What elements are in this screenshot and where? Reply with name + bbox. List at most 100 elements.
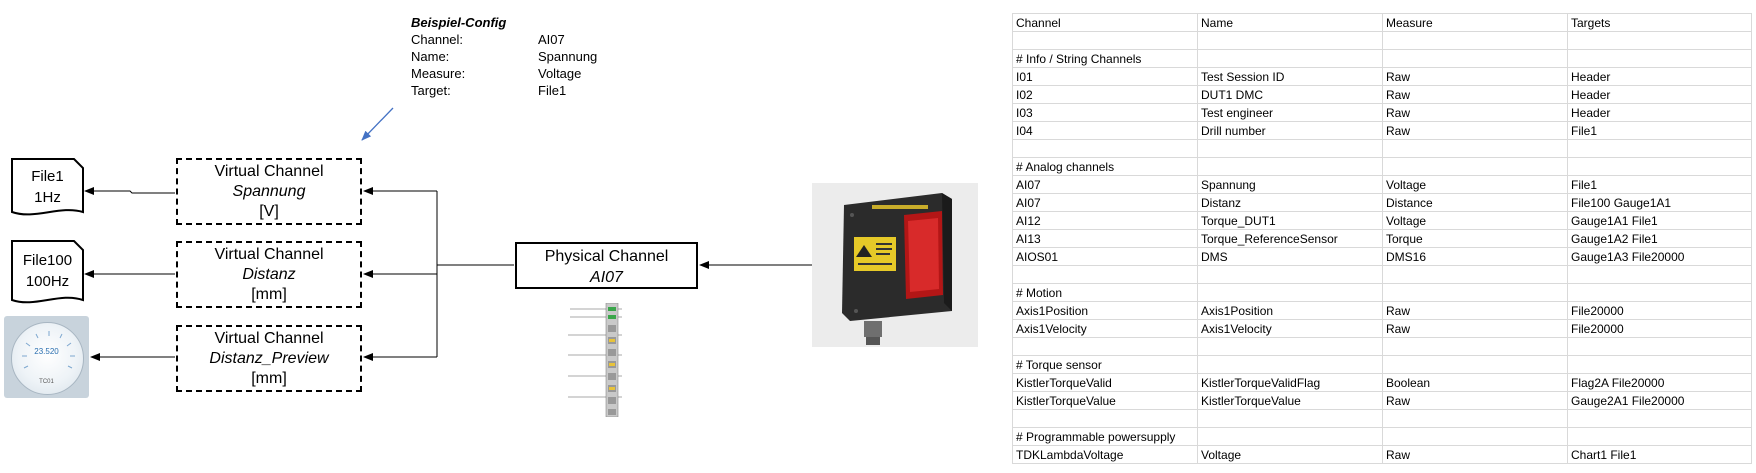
file-name: File1 bbox=[31, 168, 64, 185]
file1-document-shape bbox=[11, 158, 84, 216]
table-cell: File20000 bbox=[1567, 319, 1752, 338]
config-key: Target: bbox=[411, 83, 451, 98]
table-cell: AI12 bbox=[1012, 211, 1198, 230]
table-cell: Raw bbox=[1382, 67, 1568, 86]
table-cell: Chart1 File1 bbox=[1567, 445, 1752, 464]
table-row bbox=[1012, 139, 1752, 158]
table-cell: Spannung bbox=[1197, 175, 1383, 194]
table-cell: Axis1Velocity bbox=[1012, 319, 1198, 338]
vc-name: Spannung bbox=[232, 183, 306, 200]
io-terminal-icon bbox=[568, 303, 622, 417]
table-cell bbox=[1567, 49, 1752, 68]
table-cell: Measure bbox=[1382, 13, 1568, 32]
table-cell: Header bbox=[1567, 85, 1752, 104]
table-cell bbox=[1382, 355, 1568, 374]
vc-name: Distanz bbox=[242, 266, 296, 283]
table-cell bbox=[1197, 157, 1383, 176]
table-cell: DMS bbox=[1197, 247, 1383, 266]
file1-label: File1 1Hz bbox=[12, 166, 83, 208]
table-cell: Header bbox=[1567, 103, 1752, 122]
pc-title: Physical Channel bbox=[544, 248, 669, 265]
table-cell: Header bbox=[1567, 67, 1752, 86]
table-cell: I03 bbox=[1012, 103, 1198, 122]
table-cell: DMS16 bbox=[1382, 247, 1568, 266]
gauge-dial-icon bbox=[11, 322, 84, 395]
table-cell bbox=[1197, 355, 1383, 374]
config-pointer-arrow bbox=[361, 107, 394, 141]
config-row-name: Name: Spannung bbox=[411, 48, 597, 65]
table-cell: Gauge2A1 File20000 bbox=[1567, 391, 1752, 410]
table-row bbox=[1012, 31, 1752, 50]
table-cell: # Analog channels bbox=[1012, 157, 1198, 176]
table-cell: Torque_ReferenceSensor bbox=[1197, 229, 1383, 248]
config-value: Spannung bbox=[538, 49, 598, 64]
table-cell bbox=[1012, 337, 1198, 356]
table-cell: Raw bbox=[1382, 391, 1568, 410]
config-title: Beispiel-Config bbox=[411, 15, 507, 30]
laser-sensor-photo bbox=[812, 183, 978, 347]
table-cell: AI07 bbox=[1012, 175, 1198, 194]
table-cell bbox=[1382, 49, 1568, 68]
table-cell: I01 bbox=[1012, 67, 1198, 86]
table-cell: AIOS01 bbox=[1012, 247, 1198, 266]
config-value: AI07 bbox=[538, 32, 565, 47]
virtual-channel-distanz-preview: Virtual Channel Distanz_Preview [mm] bbox=[176, 325, 362, 392]
table-cell bbox=[1382, 157, 1568, 176]
table-cell: Raw bbox=[1382, 445, 1568, 464]
table-cell bbox=[1197, 31, 1383, 50]
table-cell bbox=[1382, 31, 1568, 50]
table-cell: AI13 bbox=[1012, 229, 1198, 248]
virtual-channel-spannung: Virtual Channel Spannung [V] bbox=[176, 158, 362, 225]
file-rate: 100Hz bbox=[25, 273, 70, 290]
file-rate: 1Hz bbox=[34, 189, 61, 206]
table-row bbox=[1012, 265, 1752, 284]
table-cell bbox=[1567, 355, 1752, 374]
table-cell bbox=[1197, 427, 1383, 446]
arrow-to-file1 bbox=[84, 187, 175, 195]
table-cell bbox=[1567, 283, 1752, 302]
config-value: File1 bbox=[538, 83, 567, 98]
vc-unit: [V] bbox=[259, 203, 279, 220]
table-cell bbox=[1012, 31, 1198, 50]
table-cell bbox=[1197, 139, 1383, 158]
table-cell: # Torque sensor bbox=[1012, 355, 1198, 374]
physical-channel-ai07: Physical Channel AI07 bbox=[515, 242, 698, 289]
table-cell bbox=[1567, 139, 1752, 158]
table-cell bbox=[1567, 265, 1752, 284]
table-cell: Raw bbox=[1382, 85, 1568, 104]
pc-name: AI07 bbox=[590, 269, 623, 286]
table-cell: File20000 bbox=[1567, 301, 1752, 320]
table-cell bbox=[1567, 337, 1752, 356]
table-cell: Raw bbox=[1382, 121, 1568, 140]
virtual-channel-distanz: Virtual Channel Distanz [mm] bbox=[176, 241, 362, 308]
table-cell: I04 bbox=[1012, 121, 1198, 140]
vc-unit: [mm] bbox=[251, 286, 287, 303]
table-cell: TDKLambdaVoltage bbox=[1012, 445, 1198, 464]
table-cell: KistlerTorqueValue bbox=[1012, 391, 1198, 410]
vc-title: Virtual Channel bbox=[214, 163, 324, 180]
diagram-connectors bbox=[11, 107, 812, 361]
config-row-channel: Channel: AI07 bbox=[411, 31, 597, 48]
gauge-unit: TC01 bbox=[39, 379, 54, 385]
table-row: # Info / String Channels bbox=[1012, 49, 1752, 68]
config-key: Name: bbox=[411, 49, 450, 64]
table-cell bbox=[1012, 409, 1198, 428]
table-cell: Distance bbox=[1382, 193, 1568, 212]
config-key: Measure: bbox=[411, 66, 466, 81]
table-cell: Axis1Position bbox=[1012, 301, 1198, 320]
config-row-measure: Measure: Voltage bbox=[411, 65, 597, 82]
table-cell bbox=[1197, 337, 1383, 356]
example-config: Beispiel-Config Channel: AI07 Name: Span… bbox=[411, 14, 597, 99]
table-cell bbox=[1197, 283, 1383, 302]
file100-document-shape bbox=[11, 240, 84, 304]
table-cell: Gauge1A2 File1 bbox=[1567, 229, 1752, 248]
